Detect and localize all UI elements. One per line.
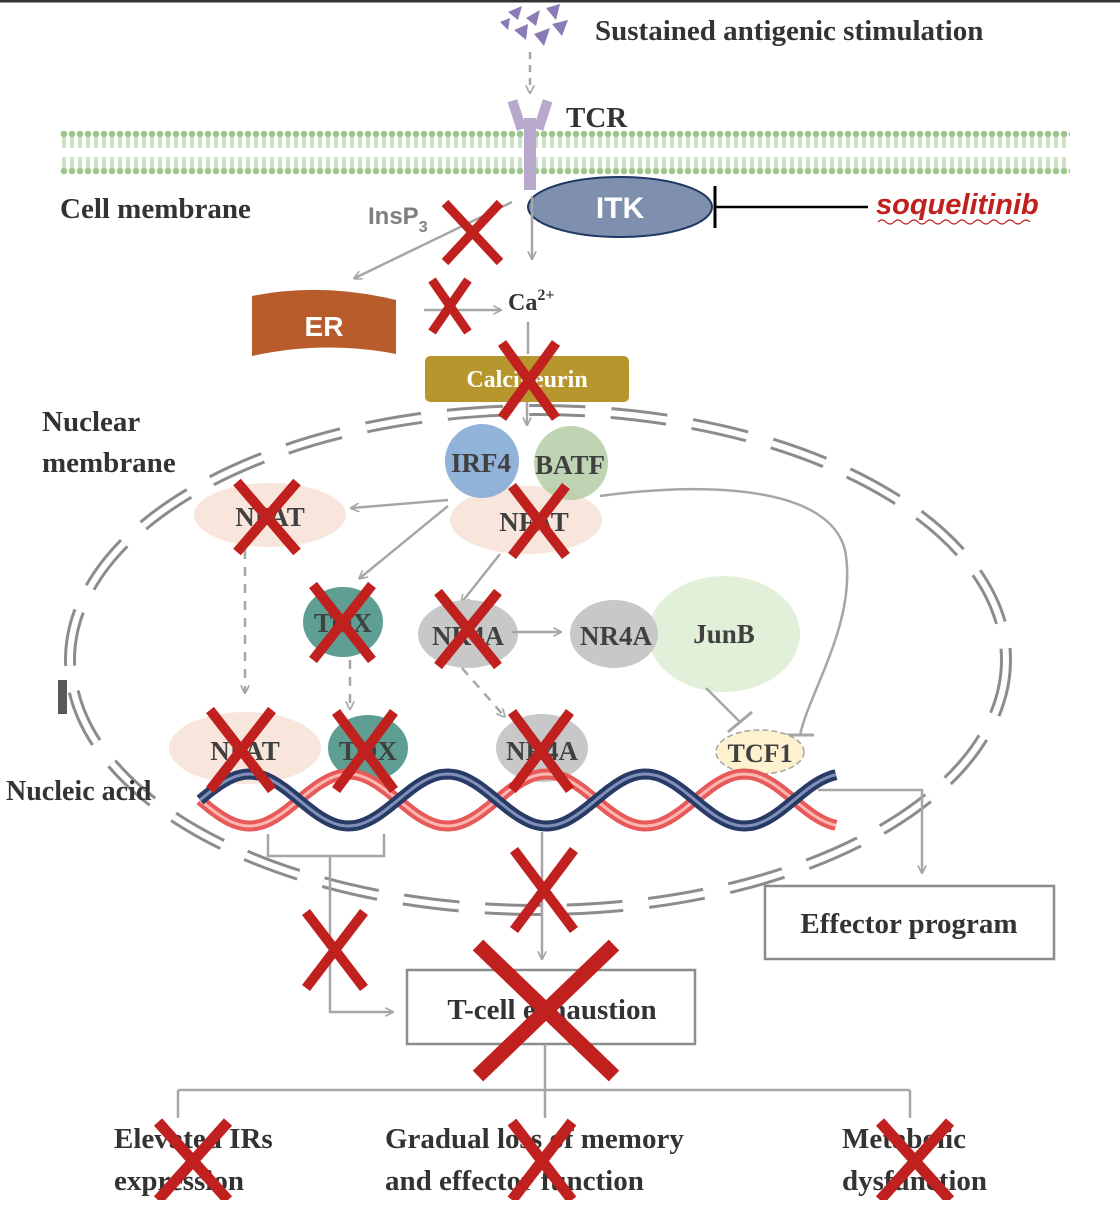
tcr-label: TCR: [566, 102, 628, 134]
effector-program-box: [763, 884, 1056, 961]
outcome-3-line2: dysfunction: [842, 1165, 987, 1197]
drug-label: soquelitinib: [876, 189, 1039, 221]
nfat-center-node: [450, 486, 602, 554]
cross-nfat-center-icon: [508, 482, 570, 560]
er-node: [252, 289, 396, 356]
itk-node: [527, 176, 713, 238]
effector-program-label: Effector program: [800, 908, 1017, 940]
insp3-label: InsP3: [368, 203, 428, 236]
cross-er-ca-icon: [428, 277, 472, 335]
outcome-1-line1: Elevated IRs: [114, 1123, 273, 1155]
batf-label: BATF: [535, 450, 605, 480]
tcf1-label: TCF1: [728, 739, 793, 768]
cell-membrane: [60, 130, 1070, 176]
cross-outcome-2-icon: [507, 1118, 577, 1204]
bracket-to-exhaustion-arrow: [328, 856, 392, 1012]
outcome-tree-lines: [176, 1044, 912, 1118]
complex-to-nfat-left-arrow: [352, 498, 449, 508]
batf-inhibits-tcf1-line: [599, 487, 849, 736]
nr4a-right-node: [570, 600, 658, 668]
cross-bracket-icon: [302, 908, 368, 992]
batf-node: [534, 426, 608, 500]
junb-label: JunB: [693, 619, 755, 649]
nuclear-membrane-label-2: membrane: [42, 447, 176, 479]
cross-nr4a-mid-icon: [434, 588, 502, 670]
nuclear-membrane: [64, 404, 1012, 916]
junb-node: [648, 576, 800, 692]
tcr-receptor-icon: [507, 99, 553, 190]
ca-label: Ca2+: [508, 287, 554, 316]
cross-nfat-bottom-icon: [206, 706, 276, 794]
er-label: ER: [305, 311, 344, 342]
drug-underline: [877, 219, 1031, 225]
complex-to-nr4a-arrow: [462, 553, 501, 602]
bracket-nfat-tox: [266, 834, 386, 858]
complex-to-tox-arrow: [360, 505, 449, 578]
nuclear-membrane-inner: [67, 407, 1009, 913]
junb-inhibits-tcf1-bar: [727, 710, 753, 734]
cross-tox-bottom-icon: [331, 709, 399, 793]
itk-label: ITK: [596, 192, 645, 225]
cell-membrane-label: Cell membrane: [60, 193, 251, 225]
title-text: Sustained antigenic stimulation: [595, 15, 983, 47]
nr4a-right-label: NR4A: [580, 621, 652, 651]
cross-exhaustion-icon: [472, 939, 620, 1082]
nuclear-pore-mark: [58, 680, 67, 714]
cross-insp3-icon: [441, 199, 504, 266]
cross-tox-mid-icon: [309, 581, 376, 664]
nucleic-acid-label: Nucleic acid: [6, 776, 152, 807]
irf4-label: IRF4: [451, 448, 511, 478]
cross-outcome-1-icon: [153, 1118, 233, 1204]
cross-calcineurin-icon: [497, 340, 561, 421]
cross-nr4a-bottom-icon: [507, 709, 575, 793]
cross-nucleus-exit-icon: [510, 847, 578, 933]
nr4a-down-arrow: [461, 667, 504, 716]
nuclear-membrane-label-1: Nuclear: [42, 406, 140, 438]
antigen-icon: [500, 4, 568, 46]
cross-nfat-left-icon: [233, 478, 301, 556]
tcf1-node: [715, 729, 805, 775]
junb-inhibits-tcf1-line: [705, 687, 741, 723]
tcf1-to-effector-arrow: [818, 788, 922, 872]
cross-outcome-3-icon: [875, 1118, 955, 1204]
irf4-node: [445, 424, 519, 498]
